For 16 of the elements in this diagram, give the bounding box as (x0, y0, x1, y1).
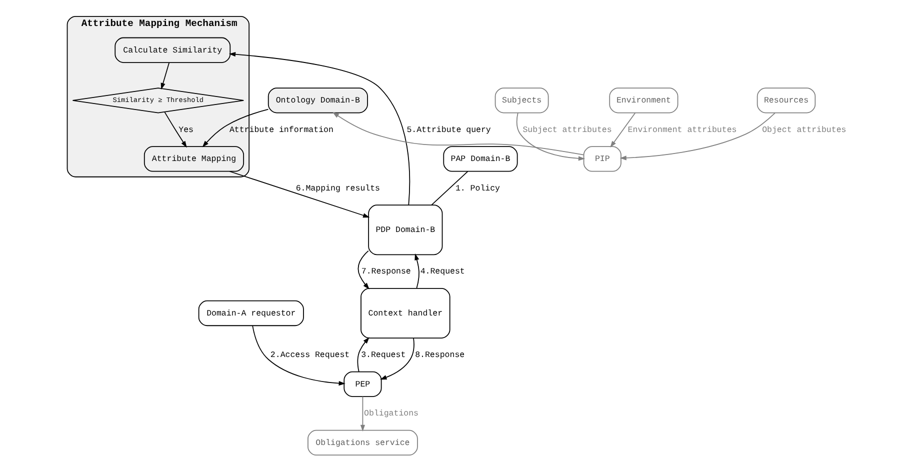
arrow (516, 112, 586, 161)
arrow (160, 62, 170, 90)
connector (431, 171, 468, 206)
arrow (358, 250, 370, 290)
arrow (414, 254, 420, 289)
arrow (380, 338, 414, 380)
arrow (229, 170, 370, 218)
arrow (202, 108, 269, 148)
arrow (332, 112, 584, 156)
arrow (228, 52, 410, 206)
arrow (620, 112, 776, 160)
arrow (357, 337, 370, 372)
arrow (164, 112, 187, 148)
arrow (360, 396, 366, 432)
arrow (252, 325, 346, 386)
arrow (610, 112, 636, 148)
